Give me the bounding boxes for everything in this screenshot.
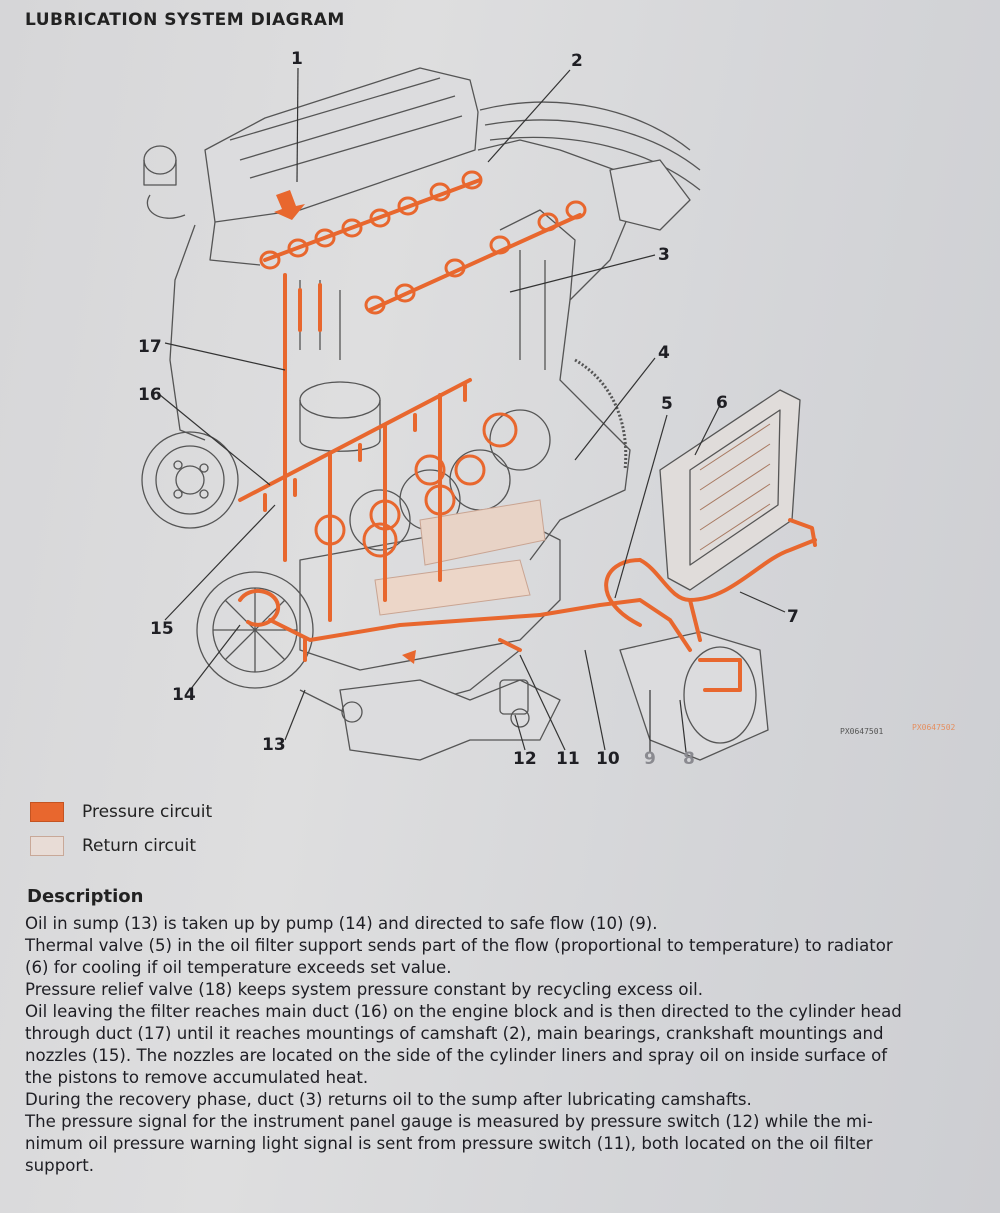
figure-code-2: PX0647502	[912, 723, 956, 732]
description-heading: Description	[27, 886, 144, 907]
description-line: Thermal valve (5) in the oil filter supp…	[25, 936, 893, 955]
leader-lines	[159, 67, 786, 753]
description-line: nimum oil pressure warning light signal …	[25, 1134, 873, 1153]
description-line: support.	[25, 1156, 94, 1175]
callout-14: 14	[172, 685, 196, 705]
callout-2: 2	[571, 51, 583, 71]
callout-10: 10	[596, 749, 620, 769]
description-line: nozzles (15). The nozzles are located on…	[25, 1046, 888, 1065]
callout-7: 7	[787, 607, 799, 627]
figure-code-1: PX0647501	[840, 727, 884, 736]
legend-label-return: Return circuit	[82, 836, 197, 856]
callout-8: 8	[683, 749, 695, 769]
callout-labels: 1 2 3 4 5 6 7 8 9 10 11 12 13 14 15 16 1…	[138, 49, 956, 769]
callout-9: 9	[644, 749, 656, 769]
description-line: Pressure relief valve (18) keeps system …	[25, 980, 703, 999]
callout-12: 12	[513, 749, 537, 769]
description-line: Oil in sump (13) is taken up by pump (14…	[25, 914, 658, 933]
description-line: Oil leaving the filter reaches main duct…	[25, 1002, 902, 1021]
pressure-circuit	[238, 170, 817, 692]
oil-inlet-arrow	[274, 190, 305, 220]
callout-17: 17	[138, 337, 162, 357]
callout-6: 6	[716, 393, 728, 413]
legend: Pressure circuit Return circuit	[30, 795, 212, 863]
description-line: through duct (17) until it reaches mount…	[25, 1024, 884, 1043]
lubrication-diagram: 1 2 3 4 5 6 7 8 9 10 11 12 13 14 15 16 1…	[138, 49, 956, 769]
callout-4: 4	[658, 343, 670, 363]
pump-arrow	[402, 650, 416, 664]
description-line: The pressure signal for the instrument p…	[25, 1112, 873, 1131]
legend-label-pressure: Pressure circuit	[82, 802, 213, 822]
callout-3: 3	[658, 245, 670, 265]
legend-item-pressure: Pressure circuit	[30, 795, 212, 829]
return-swatch	[30, 836, 64, 856]
callout-5: 5	[661, 394, 673, 414]
description-body: Oil in sump (13) is taken up by pump (14…	[25, 913, 987, 1177]
pressure-swatch	[30, 802, 64, 822]
callout-16: 16	[138, 385, 162, 405]
legend-item-return: Return circuit	[30, 829, 212, 863]
callout-1: 1	[291, 49, 303, 69]
callout-15: 15	[150, 619, 174, 639]
description-line: During the recovery phase, duct (3) retu…	[25, 1090, 752, 1109]
page-title: LUBRICATION SYSTEM DIAGRAM	[25, 10, 345, 30]
callout-13: 13	[262, 735, 286, 755]
description-line: (6) for cooling if oil temperature excee…	[25, 958, 452, 977]
callout-11: 11	[556, 749, 580, 769]
description-line: the pistons to remove accumulated heat.	[25, 1068, 369, 1087]
return-circuit	[374, 499, 546, 616]
engine-linework	[141, 67, 801, 761]
